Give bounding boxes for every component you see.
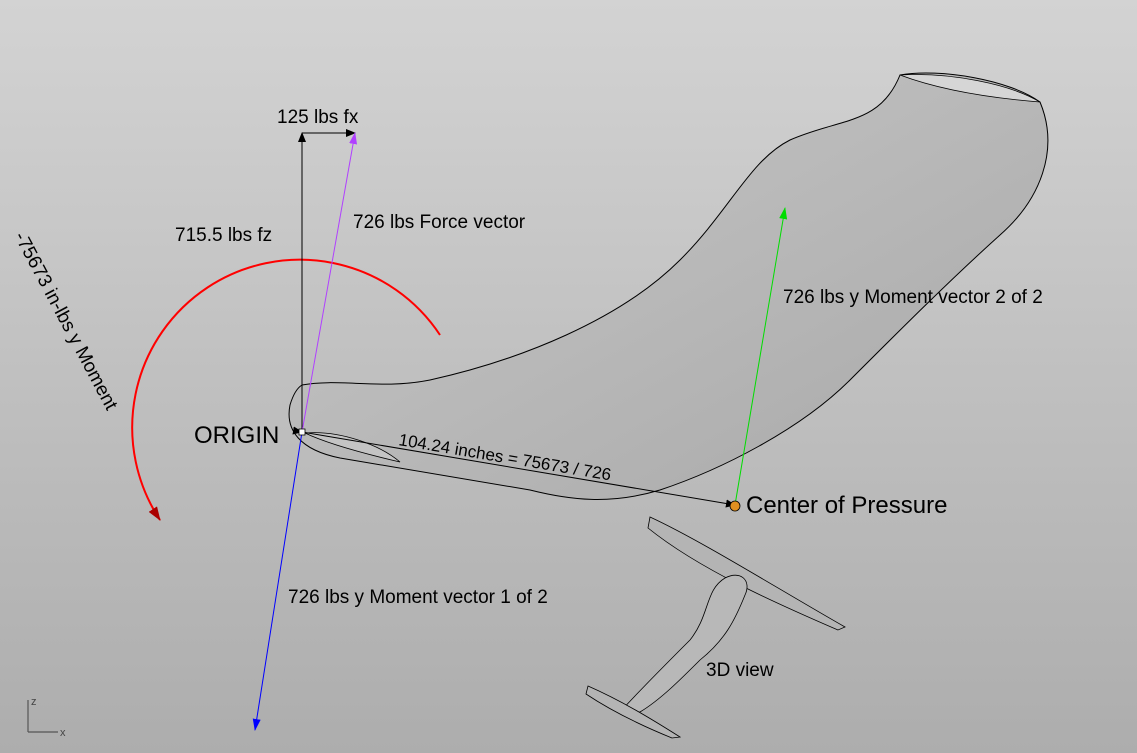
x-axis-label: x — [60, 727, 66, 739]
mast-top-section — [899, 74, 1041, 103]
fz-label: 715.5 lbs fz — [175, 225, 272, 246]
world-axes-icon: z x — [27, 696, 66, 739]
moment-vector-2 — [734, 207, 788, 506]
z-axis-label: z — [31, 696, 37, 708]
y-moment-arc — [131, 258, 441, 521]
fx-label: 125 lbs fx — [277, 107, 359, 128]
center-of-pressure-label: Center of Pressure — [746, 492, 947, 519]
force-vector-label: 726 lbs Force vector — [353, 212, 526, 233]
3d-view-label: 3D view — [706, 660, 774, 681]
3d-view-model — [585, 516, 846, 739]
moment-vector-2-label: 726 lbs y Moment vector 2 of 2 — [783, 287, 1043, 308]
center-of-pressure-point — [729, 500, 741, 512]
moment-vector-1-label: 726 lbs y Moment vector 1 of 2 — [288, 587, 548, 608]
origin-label: ORIGIN — [194, 422, 279, 449]
y-moment-label: -75673 in-lbs y Moment — [10, 228, 122, 414]
dimension-line — [292, 426, 736, 508]
force-vector — [301, 132, 358, 433]
origin-point — [298, 428, 306, 436]
moment-vector-1 — [252, 431, 303, 731]
